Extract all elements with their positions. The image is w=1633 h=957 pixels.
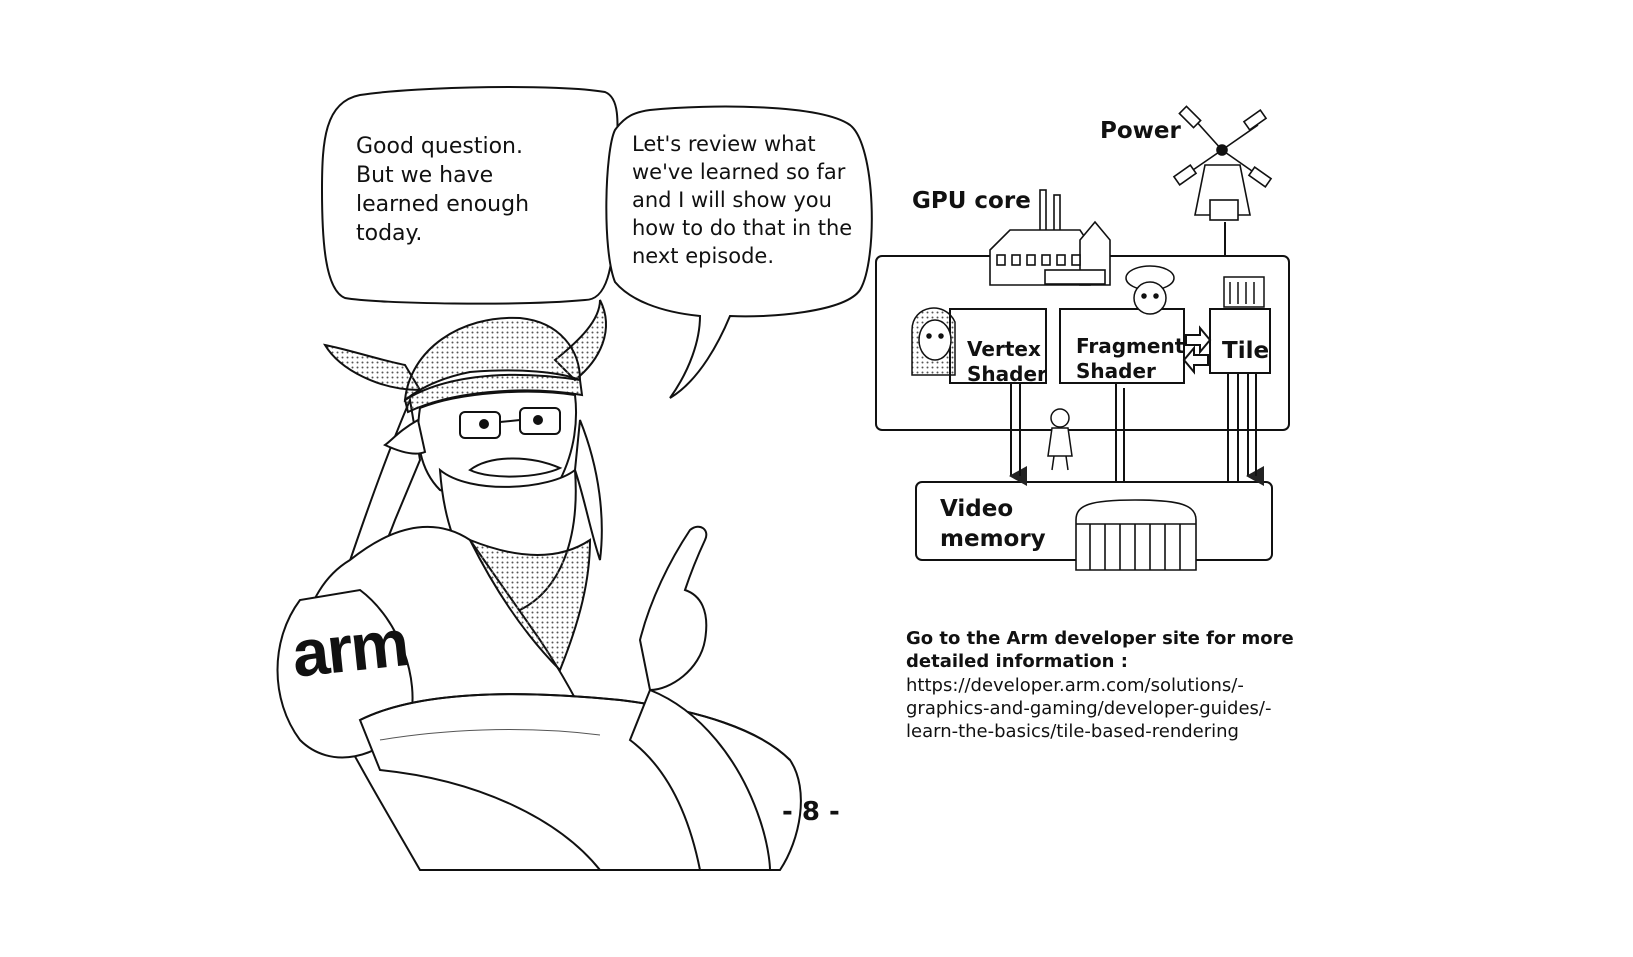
memory-arrows (1009, 374, 1264, 486)
tile-label: Tile (1222, 338, 1270, 364)
fragment-shader-box (1059, 308, 1185, 384)
vertex-shader-box (949, 308, 1047, 384)
fragment-tile-arrows (1182, 325, 1212, 375)
vertex-shader-label: Vertex Shader (967, 337, 1047, 386)
viking-character (276, 299, 802, 871)
info-heading: Go to the Arm developer site for more de… (906, 628, 1294, 672)
fragment-shader-label: Fragment Shader (1076, 334, 1185, 383)
gpu-core-label: GPU core (912, 188, 1031, 214)
tile-building-icon (1223, 276, 1265, 308)
windmill-icon (1172, 105, 1273, 221)
factory-icon (989, 189, 1111, 286)
page-number: - 8 - (782, 797, 840, 827)
video-memory-label: Video memory (940, 496, 1046, 552)
arm-logo: arm (288, 605, 411, 691)
power-label: Power (1100, 118, 1181, 144)
speech-bubble-right-text: Let's review what we've learned so far a… (632, 132, 853, 268)
boy-character-icon (1047, 408, 1073, 471)
warehouse-icon (1075, 499, 1197, 571)
speech-bubble-right (605, 105, 873, 399)
speech-bubble-left (320, 85, 619, 305)
speech-bubble-left-text: Good question. But we have learned enoug… (356, 134, 530, 246)
developer-link[interactable]: https://developer.arm.com/solutions/- gr… (906, 675, 1272, 742)
fragment-character-icon (1125, 265, 1175, 315)
vertex-character-icon (911, 307, 956, 376)
tile-box (1209, 308, 1271, 374)
